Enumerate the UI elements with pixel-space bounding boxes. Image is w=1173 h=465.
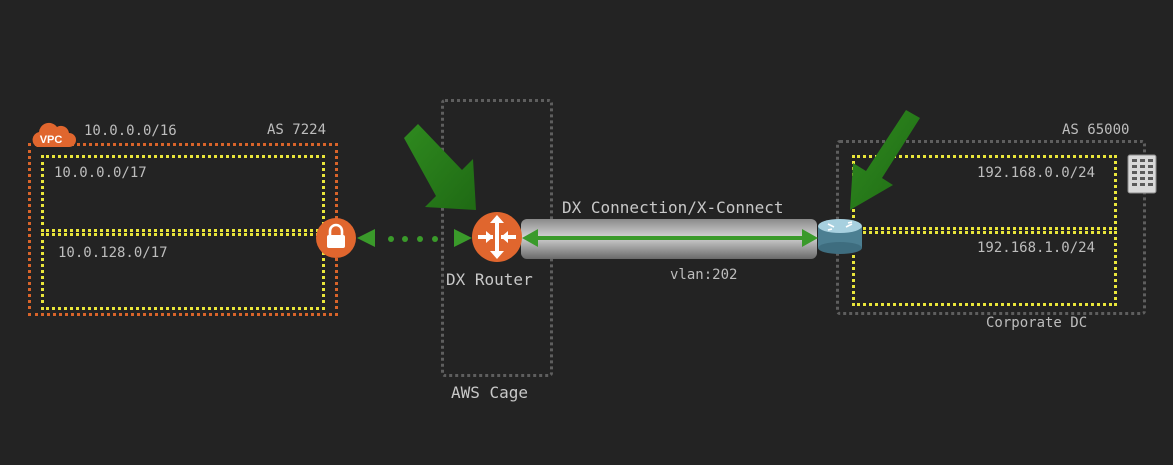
corporate-dc-label: Corporate DC bbox=[986, 315, 1088, 331]
vpn-gateway-lock-icon[interactable] bbox=[316, 218, 356, 258]
dc-asn-label: AS 65000 bbox=[1062, 122, 1130, 138]
aws-cage-label: AWS Cage bbox=[451, 383, 529, 402]
vpc-to-router-link bbox=[357, 229, 472, 247]
dc-subnet-1-label: 192.168.0.0/24 bbox=[977, 165, 1096, 181]
dc-subnet-2-box bbox=[852, 231, 1117, 306]
dc-subnet-2-label: 192.168.1.0/24 bbox=[977, 240, 1096, 256]
vpc-cloud-icon: VPC bbox=[29, 120, 77, 154]
vpc-asn-label: AS 7224 bbox=[267, 122, 327, 138]
customer-router-icon[interactable] bbox=[818, 219, 862, 254]
vpc-subnet-1-label: 10.0.0.0/17 bbox=[54, 165, 147, 181]
highlight-arrow-icon bbox=[404, 124, 476, 210]
vpc-badge-text: VPC bbox=[40, 134, 63, 146]
dx-connection-label: DX Connection/X-Connect bbox=[562, 198, 784, 217]
vpc-subnet-2-label: 10.0.128.0/17 bbox=[58, 245, 168, 261]
vlan-label: vlan:202 bbox=[670, 267, 738, 283]
dx-connection-pipe bbox=[521, 219, 818, 259]
dx-router-icon[interactable] bbox=[472, 212, 522, 262]
dx-router-label: DX Router bbox=[446, 270, 533, 289]
highlight-arrow-icon bbox=[850, 110, 920, 210]
vpc-cidr-label: 10.0.0.0/16 bbox=[84, 123, 177, 139]
vpc-subnet-2-box bbox=[41, 233, 325, 310]
server-rack-icon bbox=[1127, 154, 1157, 194]
vpc-subnet-1-box bbox=[41, 155, 325, 232]
